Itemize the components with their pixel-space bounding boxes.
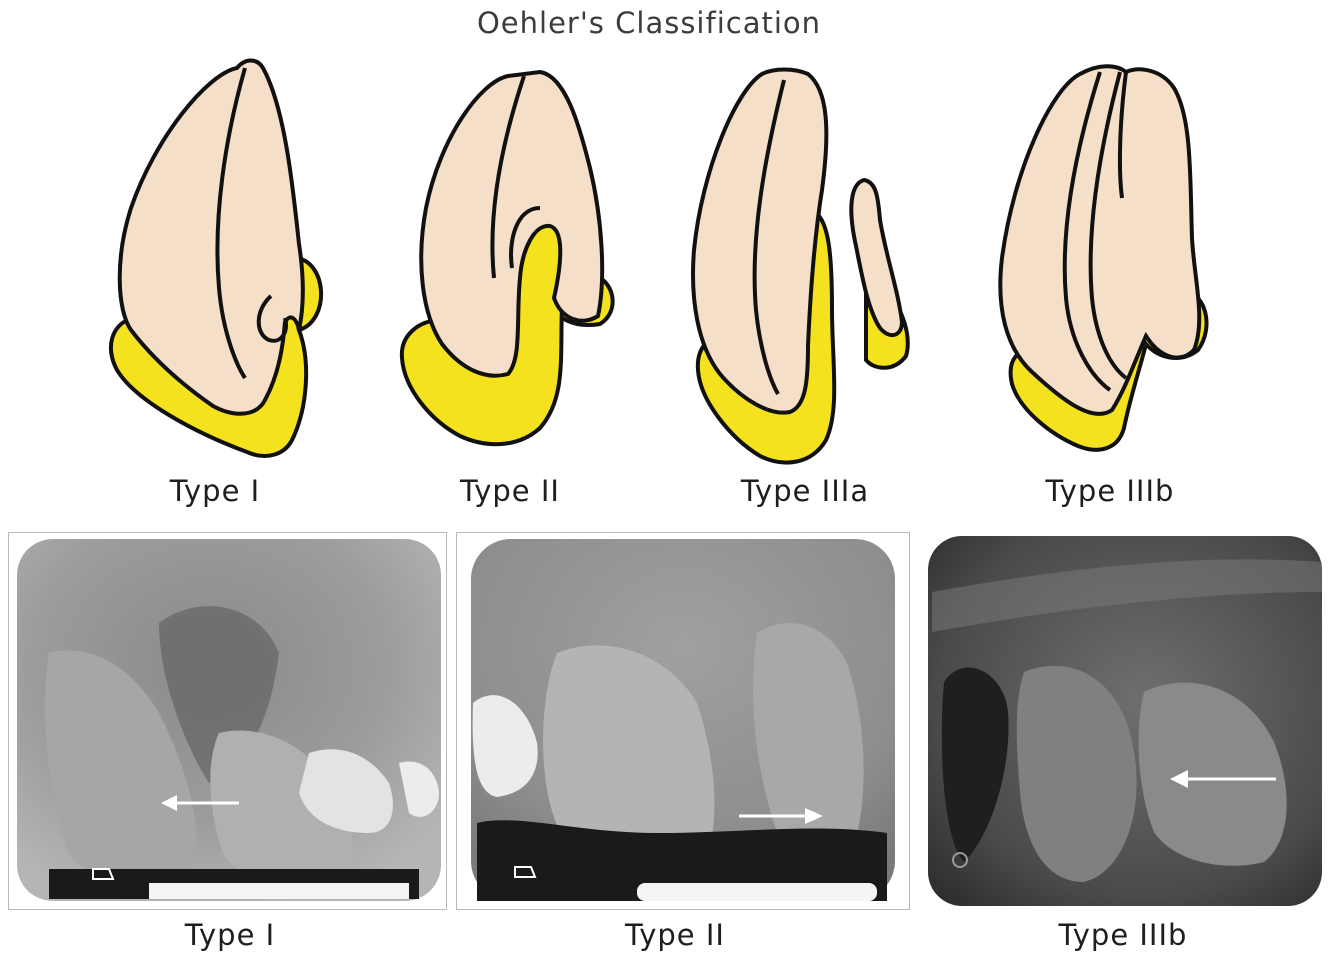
diagram-label: Type I	[110, 474, 320, 508]
film-edge	[637, 883, 877, 901]
radiograph-label: Type II	[570, 918, 780, 952]
diagram-type-1	[95, 48, 345, 468]
radiograph-label: Type I	[125, 918, 335, 952]
arrow-right-icon	[739, 808, 823, 824]
dentin-shape	[693, 70, 826, 413]
figure-title: Oehler's Classification	[0, 6, 1298, 40]
diagram-label: Type IIIb	[1005, 474, 1215, 508]
dentin-shape	[851, 180, 902, 335]
radiograph-label: Type IIIb	[1018, 918, 1228, 952]
film-edge	[149, 883, 409, 899]
radiograph-type-3b	[924, 532, 1326, 908]
radiograph-type-2	[456, 532, 910, 910]
diagram-type-2	[390, 58, 630, 468]
diagram-label: Type II	[405, 474, 615, 508]
diagram-type-3b	[980, 58, 1230, 468]
dentin-shape	[1000, 66, 1199, 414]
diagram-type-3a	[680, 60, 930, 470]
radiograph-type-1	[8, 532, 447, 910]
diagram-label: Type IIIa	[700, 474, 910, 508]
arrow-left-icon	[161, 795, 241, 811]
arrow-left-icon	[1170, 770, 1278, 788]
